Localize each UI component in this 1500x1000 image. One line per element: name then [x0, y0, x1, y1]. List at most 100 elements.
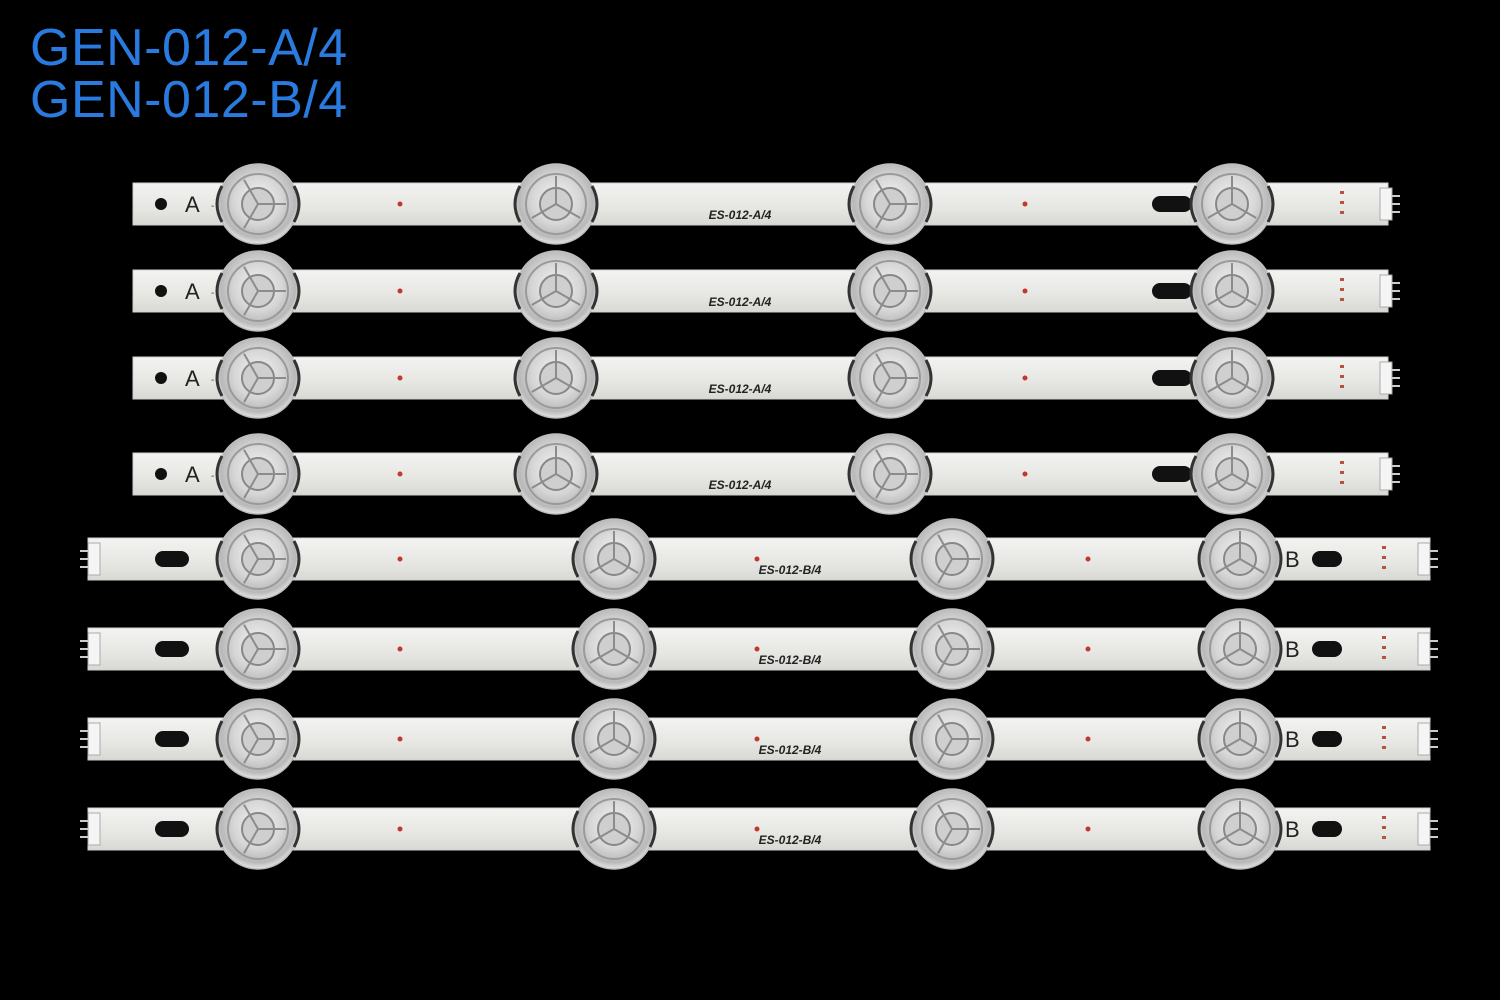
- lens-spoke: [937, 804, 953, 830]
- lens-spoke: [875, 377, 891, 403]
- lens-spoke: [1207, 203, 1233, 219]
- lens-bracket: [1197, 720, 1206, 758]
- lens-spoke: [937, 738, 953, 764]
- mount-slot: [1312, 551, 1342, 567]
- led-dot: [1085, 556, 1091, 562]
- lens-spoke: [1231, 377, 1257, 393]
- lens-spoke: [243, 449, 259, 475]
- mount-slot: [155, 641, 189, 657]
- lens-inner-ring: [227, 618, 289, 680]
- lens-spoke: [243, 738, 259, 764]
- lens-spoke: [937, 714, 953, 740]
- lens-bracket: [513, 272, 522, 310]
- led-dot: [754, 736, 760, 742]
- smd-pad: [1382, 826, 1386, 829]
- lens-spoke: [937, 648, 953, 674]
- lens-spoke: [243, 179, 259, 205]
- lens-inner-ring: [583, 528, 645, 590]
- lens-spoke: [243, 353, 259, 379]
- led-dot: [1022, 288, 1028, 294]
- lens-spoke: [1207, 290, 1233, 306]
- lens-bracket: [924, 185, 933, 223]
- smd-pad: [1340, 211, 1344, 214]
- smd-pad: [1340, 481, 1344, 484]
- lens-spoke: [937, 534, 953, 560]
- led-strip: A-ES-012-A/4: [132, 163, 1400, 245]
- lens-bracket: [571, 810, 580, 848]
- lens-inner-ring: [1201, 347, 1263, 409]
- led-strip: A-ES-012-A/4: [132, 250, 1400, 332]
- strip-connector: [1417, 722, 1431, 756]
- lens-bracket: [215, 540, 224, 578]
- smd-pad: [1382, 746, 1386, 749]
- lens-spoke: [243, 624, 259, 650]
- lens-bracket: [1274, 810, 1283, 848]
- lens-inner-ring: [227, 528, 289, 590]
- lens-bracket: [924, 359, 933, 397]
- led-dot: [1085, 646, 1091, 652]
- lens-bracket: [215, 720, 224, 758]
- lens-spoke: [243, 534, 259, 560]
- lens-bracket: [986, 630, 995, 668]
- strip-connector: [1417, 632, 1431, 666]
- led-strip: A-ES-012-A/4: [132, 433, 1400, 515]
- lens-bracket: [847, 272, 856, 310]
- lens-bracket: [909, 540, 918, 578]
- lens-bracket: [1197, 630, 1206, 668]
- lens-inner-ring: [1201, 443, 1263, 505]
- led-dot: [1085, 736, 1091, 742]
- lens-bracket: [571, 720, 580, 758]
- lens-bracket: [986, 540, 995, 578]
- lens-bracket: [1266, 359, 1275, 397]
- lens-spoke: [875, 266, 891, 292]
- lens-inner-ring: [859, 347, 921, 409]
- lens-spoke: [613, 828, 639, 844]
- smd-pad: [1340, 365, 1344, 368]
- led-strip: B ES-012-B/4: [80, 698, 1438, 780]
- lens-bracket: [1197, 810, 1206, 848]
- lens-spoke: [243, 714, 259, 740]
- strip-connector: [1417, 812, 1431, 846]
- lens-inner-ring: [921, 798, 983, 860]
- lens-bracket: [215, 359, 224, 397]
- strip-letter: B: [1285, 727, 1300, 752]
- strip-part-code: ES-012-B/4: [759, 743, 822, 757]
- lens-spoke: [1239, 738, 1265, 754]
- lens-spoke: [875, 473, 891, 499]
- lens-bracket: [847, 185, 856, 223]
- smd-pad: [1382, 816, 1386, 819]
- led-dot: [1022, 375, 1028, 381]
- led-strip: A-ES-012-A/4: [132, 337, 1400, 419]
- lens-bracket: [590, 359, 599, 397]
- strip-letter: A: [185, 192, 200, 217]
- lens-spoke: [589, 828, 615, 844]
- smd-pad: [1382, 556, 1386, 559]
- lens-spoke: [531, 290, 557, 306]
- lens-inner-ring: [583, 798, 645, 860]
- strip-connector: [87, 722, 101, 756]
- mount-slot: [155, 821, 189, 837]
- lens-spoke: [531, 377, 557, 393]
- lens-spoke: [1215, 648, 1241, 664]
- lens-bracket: [1266, 272, 1275, 310]
- lens-spoke: [875, 449, 891, 475]
- strip-connector: [1379, 187, 1393, 221]
- strip-connector: [87, 632, 101, 666]
- lens-spoke: [1231, 473, 1257, 489]
- lens-bracket: [513, 359, 522, 397]
- lens-bracket: [215, 455, 224, 493]
- lens-bracket: [215, 185, 224, 223]
- product-title-a: GEN-012-A/4: [30, 19, 348, 77]
- strip-letter: A: [185, 462, 200, 487]
- lens-bracket: [215, 810, 224, 848]
- lens-spoke: [937, 828, 953, 854]
- led-dot: [397, 471, 403, 477]
- lens-spoke: [1239, 828, 1265, 844]
- lens-spoke: [555, 473, 581, 489]
- lens-inner-ring: [227, 347, 289, 409]
- lens-spoke: [589, 738, 615, 754]
- smd-pad: [1340, 375, 1344, 378]
- lens-spoke: [243, 266, 259, 292]
- lens-bracket: [924, 272, 933, 310]
- led-dot: [1085, 826, 1091, 832]
